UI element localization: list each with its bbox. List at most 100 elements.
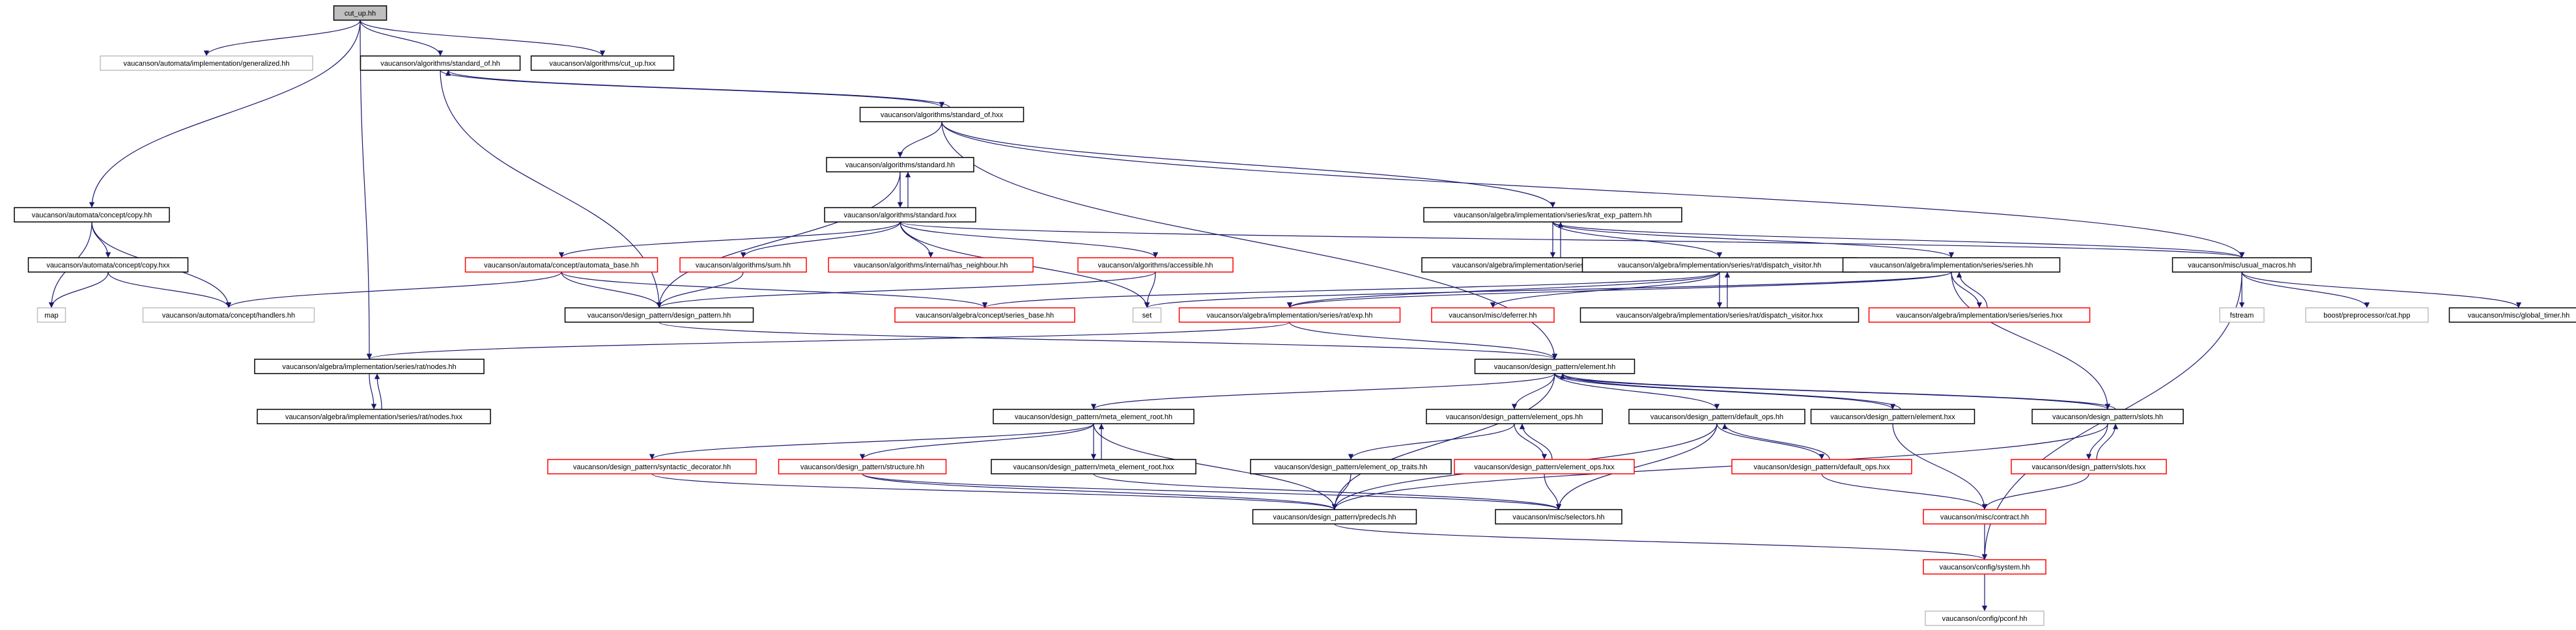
dependency-edge	[203, 20, 361, 57]
graph-node-label: vaucanson/design_pattern/element.hh	[1494, 363, 1616, 371]
graph-node-label: vaucanson/design_pattern/element_ops.hh	[1446, 413, 1583, 421]
graph-node-label: vaucanson/misc/contract.hh	[1940, 514, 2029, 521]
graph-node[interactable]: vaucanson/automata/concept/copy.hxx	[27, 257, 189, 273]
dependency-edge	[1093, 473, 1561, 510]
graph-node-box	[36, 307, 66, 323]
graph-node-label: vaucanson/design_pattern/predecls.hh	[1273, 514, 1396, 521]
dependency-edge	[1348, 423, 1515, 460]
dependency-edge	[1721, 423, 1830, 460]
graph-node[interactable]: vaucanson/algorithms/standard.hxx	[824, 207, 976, 223]
dependency-edge	[360, 20, 373, 360]
graph-node-label: vaucanson/automata/concept/automata_base…	[484, 262, 639, 269]
graph-node: vaucanson/automata/concept/handlers.hh	[142, 307, 315, 323]
graph-node[interactable]: vaucanson/algorithms/internal/has_neighb…	[828, 257, 1034, 273]
graph-node-box	[142, 307, 315, 323]
graph-node-label: vaucanson/misc/selectors.hh	[1512, 514, 1604, 521]
graph-node[interactable]: vaucanson/misc/contract.hh	[1923, 509, 2046, 525]
graph-node[interactable]: vaucanson/algebra/implementation/series/…	[1423, 207, 1682, 223]
dependency-edge	[561, 271, 988, 308]
graph-node-box	[1923, 509, 2046, 525]
graph-node[interactable]: vaucanson/design_pattern/default_ops.hxx	[1731, 459, 1912, 474]
graph-node[interactable]: vaucanson/misc/usual_macros.hh	[2172, 257, 2312, 273]
graph-node[interactable]: vaucanson/design_pattern/element.hh	[1474, 359, 1635, 374]
graph-node-label: set	[1142, 312, 1152, 320]
graph-node-label: vaucanson/design_pattern/meta_element_ro…	[1013, 463, 1174, 471]
nodes-layer: cut_up.hh vaucanson/automata/implementati…	[14, 5, 2576, 626]
graph-node[interactable]: vaucanson/design_pattern/syntactic_decor…	[547, 459, 757, 474]
graph-node[interactable]: vaucanson/algebra/implementation/series/…	[254, 359, 485, 374]
dependency-edge	[360, 20, 444, 57]
graph-node[interactable]: vaucanson/design_pattern/element_ops.hh	[1426, 409, 1603, 424]
graph-node[interactable]: vaucanson/algorithms/standard.hh	[826, 157, 974, 172]
graph-node[interactable]: vaucanson/algorithms/cut_up.hxx	[530, 55, 675, 71]
graph-node[interactable]: cut_up.hh	[333, 5, 388, 21]
graph-node[interactable]: vaucanson/design_pattern/design_pattern.…	[564, 307, 754, 323]
dependency-edge	[941, 121, 1556, 208]
dependency-edge	[1560, 373, 2116, 410]
graph-node-label: vaucanson/algorithms/standard.hh	[845, 161, 955, 169]
graph-node-box	[1132, 307, 1162, 323]
graph-node-label: vaucanson/algebra/concept/series_base.hh	[916, 312, 1054, 320]
graph-node[interactable]: vaucanson/design_pattern/element_op_trai…	[1250, 459, 1452, 474]
graph-node[interactable]: vaucanson/misc/global_timer.hh	[2448, 307, 2576, 323]
graph-node[interactable]: vaucanson/algorithms/accessible.hh	[1077, 257, 1234, 273]
graph-node[interactable]: vaucanson/design_pattern/slots.hxx	[2011, 459, 2167, 474]
graph-node[interactable]: vaucanson/algebra/concept/series_base.hh	[894, 307, 1075, 323]
dependency-edge	[1554, 373, 1720, 410]
dependency-edge	[657, 271, 1156, 308]
graph-node-box	[1077, 257, 1234, 273]
graph-node-box	[2305, 307, 2429, 323]
graph-node[interactable]: vaucanson/design_pattern/meta_element_ro…	[993, 409, 1195, 424]
graph-node[interactable]: vaucanson/algebra/implementation/series/…	[1579, 307, 1860, 323]
graph-node[interactable]: vaucanson/automata/concept/automata_base…	[464, 257, 658, 273]
graph-node[interactable]: vaucanson/design_pattern/predecls.hh	[1252, 509, 1417, 525]
graph-node-label: fstream	[2230, 312, 2254, 320]
graph-node-label: vaucanson/automata/implementation/genera…	[124, 60, 290, 68]
graph-node: vaucanson/config/pconf.hh	[1925, 610, 2045, 626]
dependency-edge	[1519, 423, 1553, 460]
graph-node[interactable]: vaucanson/design_pattern/default_ops.hh	[1628, 409, 1805, 424]
dependency-edge	[367, 322, 1290, 360]
dependency-edge	[1334, 523, 1987, 560]
dependency-edge	[1289, 322, 1558, 360]
dependency-edge	[1956, 271, 1988, 308]
graph-node[interactable]: vaucanson/algorithms/standard_of.hxx	[859, 107, 1025, 122]
graph-node[interactable]: vaucanson/design_pattern/meta_element_ro…	[991, 459, 1196, 474]
graph-node-box	[1250, 459, 1452, 474]
graph-node-box	[826, 157, 974, 172]
graph-node[interactable]: vaucanson/algebra/implementation/series/…	[1868, 307, 2091, 323]
graph-node[interactable]: vaucanson/design_pattern/element.hxx	[1810, 409, 1975, 424]
graph-node-box	[1426, 409, 1603, 424]
dependency-edge	[1552, 221, 2244, 258]
graph-node-label: vaucanson/design_pattern/syntactic_decor…	[573, 463, 731, 471]
graph-node-box	[333, 5, 388, 21]
graph-node[interactable]: vaucanson/config/system.hh	[1923, 559, 2046, 575]
graph-node-box	[1628, 409, 1805, 424]
graph-node[interactable]: vaucanson/misc/deferrer.hh	[1431, 307, 1555, 323]
dependency-edge	[1144, 271, 1156, 308]
graph-node[interactable]: vaucanson/algebra/implementation/series/…	[1842, 257, 2061, 273]
graph-node: map	[36, 307, 66, 323]
dependency-edge	[897, 121, 942, 158]
graph-node[interactable]: vaucanson/design_pattern/structure.hh	[778, 459, 947, 474]
graph-node-label: vaucanson/misc/global_timer.hh	[2468, 312, 2570, 320]
graph-node[interactable]: vaucanson/automata/concept/copy.hh	[14, 207, 170, 223]
graph-node[interactable]: vaucanson/design_pattern/slots.hh	[2031, 409, 2184, 424]
dependency-edge	[1091, 373, 1555, 410]
dependency-edge	[656, 271, 744, 308]
graph-node[interactable]: vaucanson/algebra/implementation/series/…	[1178, 307, 1401, 323]
graph-node[interactable]: vaucanson/algorithms/standard_of.hh	[360, 55, 521, 71]
dependency-edge	[658, 322, 1557, 360]
graph-node[interactable]: vaucanson/algorithms/sum.hh	[679, 257, 807, 273]
graph-node-box	[859, 107, 1025, 122]
graph-node[interactable]: vaucanson/misc/selectors.hh	[1495, 509, 1622, 525]
dependency-edge	[899, 221, 934, 258]
graph-node[interactable]: vaucanson/design_pattern/element_ops.hxx	[1454, 459, 1635, 474]
graph-node-box	[993, 409, 1195, 424]
graph-node[interactable]: vaucanson/algebra/implementation/series/…	[1581, 257, 1858, 273]
dependency-edge	[1951, 271, 2111, 410]
graph-node-box	[824, 207, 976, 223]
graph-node[interactable]: vaucanson/algebra/implementation/series/…	[257, 409, 491, 424]
graph-node-label: vaucanson/algebra/implementation/series/…	[1618, 262, 1821, 269]
dependency-edge	[1951, 271, 1983, 308]
